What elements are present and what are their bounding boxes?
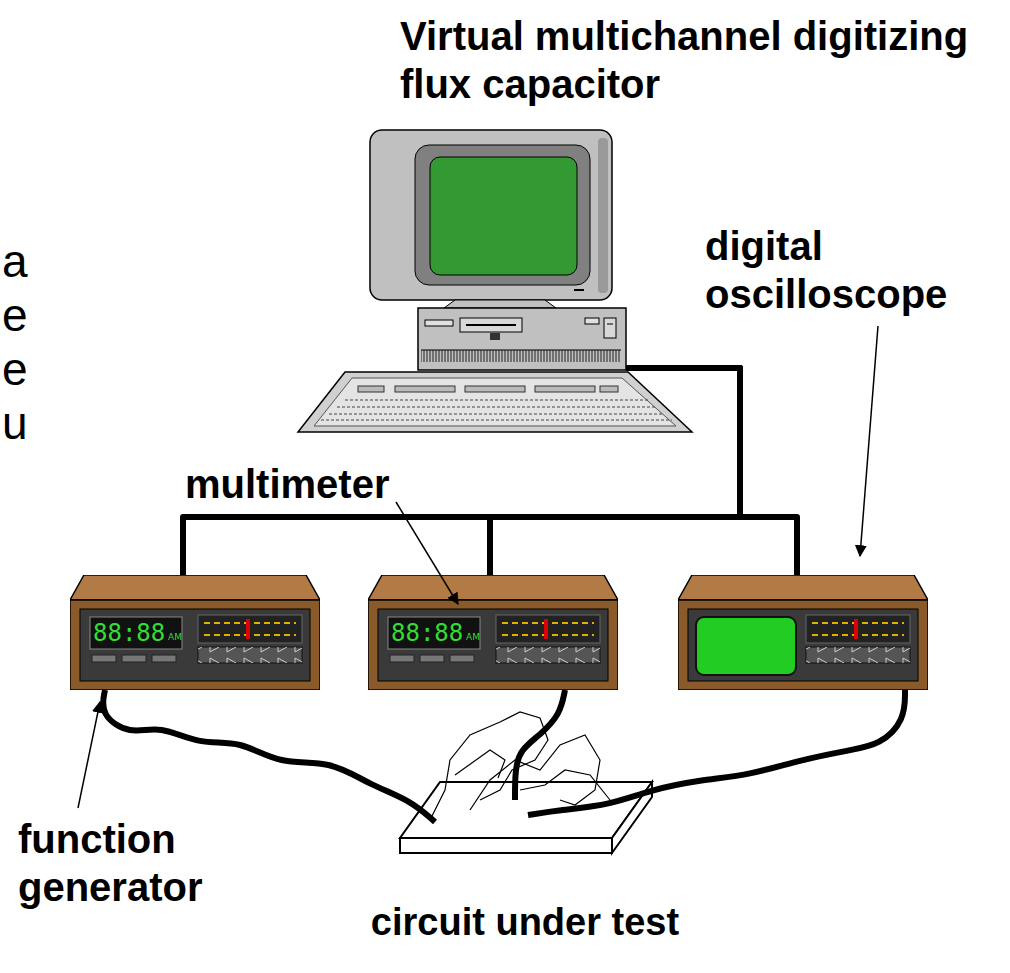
title-label: Virtual multichannel digitizing flux cap… [400, 12, 1000, 108]
instrument-label: digital oscilloscope [705, 222, 1005, 318]
circuit-under-test: circuit under test [400, 705, 650, 855]
display-ampm: AM [168, 633, 182, 643]
instrument-label: multimeter [185, 460, 415, 508]
leader-line [860, 326, 878, 556]
probe-cable [515, 690, 565, 800]
computer-drawing [298, 130, 692, 432]
bus-cable [490, 368, 740, 575]
display-digits: 88:88 [391, 620, 463, 646]
probe-cable [528, 690, 905, 815]
function-generator-drawing [70, 575, 320, 690]
oscilloscope-drawing [678, 575, 928, 690]
multimeter: multimeter [368, 575, 618, 690]
computer: Virtual multichannel digitizing flux cap… [298, 130, 692, 432]
instrument-label: function generator [18, 815, 218, 911]
display-digits: 88:88 [93, 620, 165, 646]
slide-text-fragment: e [2, 290, 28, 341]
slide-text-fragment: u [2, 398, 28, 449]
bus-cable [183, 368, 740, 575]
slide-text-fragment: a [2, 236, 28, 287]
function-generator: function generator [70, 575, 320, 690]
bus-cable [692, 368, 797, 575]
display-ampm: AM [466, 633, 480, 643]
circuit-board-drawing [400, 712, 652, 853]
oscilloscope: digital oscilloscope [678, 575, 928, 690]
slide-text-fragment: e [2, 344, 28, 395]
instrument-label: circuit under test [340, 900, 710, 946]
multimeter-drawing [368, 575, 618, 690]
leader-line [78, 702, 100, 808]
probe-cable [103, 690, 435, 822]
